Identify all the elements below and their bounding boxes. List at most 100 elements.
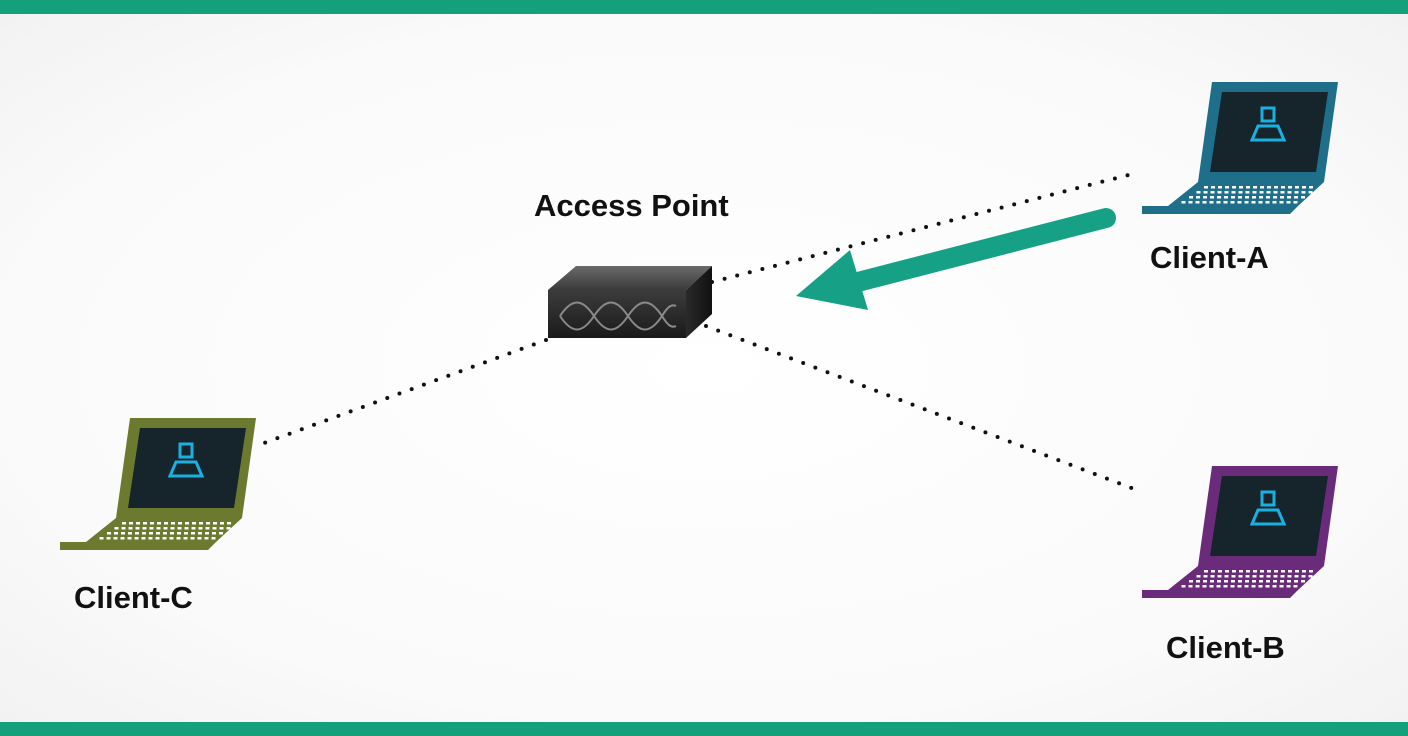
keyboard-key (135, 527, 140, 530)
keyboard-key (1253, 186, 1257, 189)
keyboard-key (1294, 196, 1298, 199)
keyboard-key (1286, 201, 1291, 204)
keyboard-key (1223, 585, 1228, 588)
keyboard-key (1273, 580, 1277, 583)
keyboard-key (1266, 575, 1271, 578)
keyboard-key (1203, 575, 1208, 578)
keyboard-key (1252, 196, 1256, 199)
keyboard-key (1204, 570, 1208, 573)
keyboard-key (178, 522, 182, 525)
keyboard-key (1259, 196, 1263, 199)
keyboard-key (162, 537, 167, 540)
keyboard-key (1181, 201, 1186, 204)
keyboard-key (1209, 585, 1214, 588)
keyboard-key (1239, 186, 1243, 189)
keyboard-key (199, 522, 203, 525)
keyboard-key (1251, 585, 1256, 588)
keyboard-key (128, 527, 133, 530)
keyboard-key (1216, 585, 1221, 588)
keyboard-key (156, 527, 161, 530)
keyboard-key (1232, 186, 1236, 189)
keyboard-key (113, 537, 118, 540)
keyboard-key (1279, 585, 1284, 588)
keyboard-key (212, 527, 217, 530)
keyboard-key (1273, 196, 1277, 199)
keyboard-key (1272, 585, 1277, 588)
keyboard-key (1309, 570, 1313, 573)
keyboard-key (1274, 570, 1278, 573)
keyboard-key (220, 522, 224, 525)
keyboard-key (1302, 570, 1306, 573)
keyboard-key (1253, 570, 1257, 573)
keyboard-key (169, 537, 174, 540)
keyboard-key (1189, 196, 1193, 199)
keyboard-key (142, 532, 146, 535)
keyboard-key (1280, 196, 1284, 199)
keyboard-key (1203, 196, 1207, 199)
keyboard-key (120, 537, 125, 540)
keyboard-key (1309, 186, 1313, 189)
keyboard-key (1188, 201, 1193, 204)
keyboard-key (192, 522, 196, 525)
keyboard-key (184, 532, 188, 535)
keyboard-key (1301, 575, 1306, 578)
keyboard-key (1244, 201, 1249, 204)
keyboard-key (1287, 191, 1292, 194)
keyboard-key (177, 532, 181, 535)
keyboard-key (121, 532, 125, 535)
keyboard-key (1288, 570, 1292, 573)
keyboard-key (1211, 570, 1215, 573)
keyboard-key (163, 527, 168, 530)
keyboard-key (1217, 191, 1222, 194)
keyboard-key (149, 527, 154, 530)
keyboard-key (1238, 196, 1242, 199)
keyboard-key (150, 522, 154, 525)
keyboard-key (1266, 580, 1270, 583)
keyboard-key (1252, 191, 1257, 194)
keyboard-key (219, 532, 223, 535)
keyboard-key (155, 537, 160, 540)
keyboard-key (1265, 201, 1270, 204)
keyboard-key (1217, 580, 1221, 583)
keyboard-key (1266, 196, 1270, 199)
keyboard-key (1217, 575, 1222, 578)
keyboard-key (185, 522, 189, 525)
keyboard-key (1224, 575, 1229, 578)
keyboard-key (212, 532, 216, 535)
keyboard-key (1295, 570, 1299, 573)
keyboard-key (1209, 201, 1214, 204)
keyboard-key (1293, 201, 1298, 204)
keyboard-key (1204, 186, 1208, 189)
keyboard-key (1202, 201, 1207, 204)
keyboard-key (1288, 186, 1292, 189)
keyboard-key (1245, 196, 1249, 199)
keyboard-key (1238, 575, 1243, 578)
keyboard-key (1231, 580, 1235, 583)
keyboard-key (127, 537, 132, 540)
keyboard-key (219, 527, 224, 530)
keyboard-key (226, 527, 231, 530)
keyboard-key (1223, 201, 1228, 204)
keyboard-key (1267, 570, 1271, 573)
keyboard-key (1216, 201, 1221, 204)
keyboard-key (156, 532, 160, 535)
keyboard-key (1252, 580, 1256, 583)
keyboard-key (1266, 191, 1271, 194)
keyboard-key (1196, 191, 1201, 194)
keyboard-key (1252, 575, 1257, 578)
keyboard-key (122, 522, 126, 525)
keyboard-key (1231, 191, 1236, 194)
diagram-canvas (0, 14, 1408, 722)
top-border (0, 0, 1408, 14)
client-b-laptop-icon (1142, 466, 1338, 598)
keyboard-key (114, 527, 119, 530)
keyboard-key (1287, 575, 1292, 578)
keyboard-key (1195, 201, 1200, 204)
keyboard-key (1258, 201, 1263, 204)
client-a-label: Client-A (1150, 240, 1269, 275)
client-c-label: Client-C (74, 580, 193, 615)
keyboard-key (1202, 585, 1207, 588)
keyboard-key (114, 532, 118, 535)
keyboard-key (1273, 575, 1278, 578)
